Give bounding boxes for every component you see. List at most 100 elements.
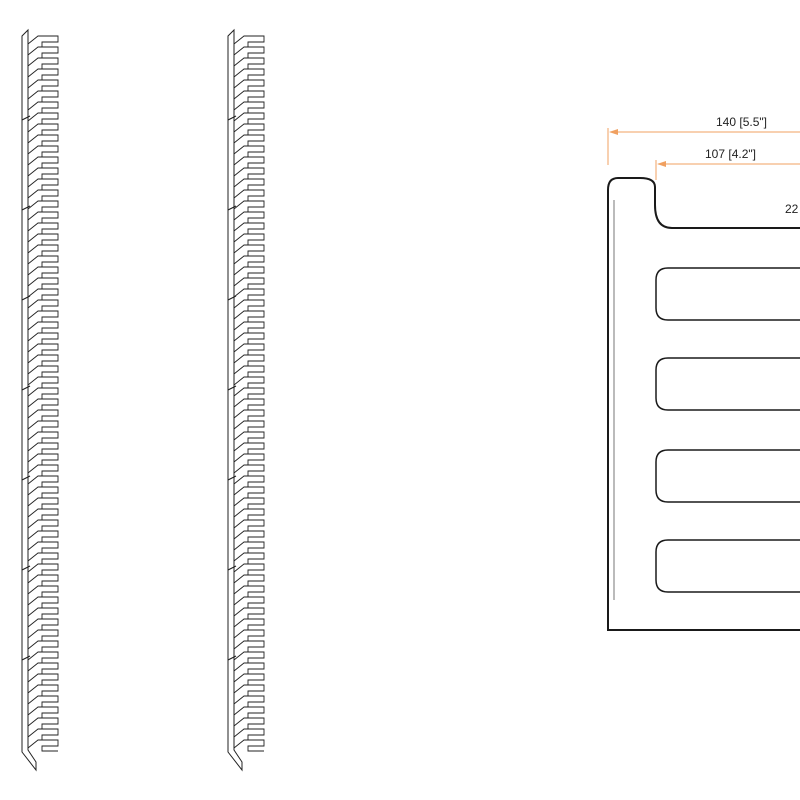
cable-hook: [27, 508, 59, 521]
cable-hook: [233, 541, 265, 554]
cable-hook: [27, 409, 59, 422]
cable-hook: [233, 585, 265, 598]
overall-width-label: 140 [5.5"]: [716, 115, 767, 129]
cable-hook: [233, 717, 265, 730]
cable-hook: [233, 310, 265, 323]
front-profile-view: [607, 177, 800, 631]
cable-hook: [233, 563, 265, 576]
panel-spine: [21, 28, 37, 772]
cable-hook: [27, 332, 59, 345]
cable-hook: [233, 112, 265, 125]
cable-hook: [233, 596, 265, 609]
dimension-overall-width: 140 [5.5"]: [607, 115, 800, 165]
cable-hook: [233, 68, 265, 81]
panel-joint: [21, 565, 31, 571]
cable-hook: [27, 673, 59, 686]
panel-joint: [21, 475, 31, 481]
cable-hook: [27, 585, 59, 598]
cable-hook: [27, 530, 59, 543]
cable-hook: [233, 288, 265, 301]
cable-hook: [27, 387, 59, 400]
cable-hook: [27, 717, 59, 730]
cable-hook: [27, 321, 59, 334]
cable-hook: [233, 321, 265, 334]
cable-hook: [233, 475, 265, 488]
cable-hook: [27, 376, 59, 389]
dimension-inner-width: 107 [4.2"]: [655, 147, 800, 180]
cable-hook: [27, 222, 59, 235]
cable-hook: [233, 365, 265, 378]
panel-joint: [227, 295, 237, 301]
cable-hook: [233, 90, 265, 103]
panel-spine: [227, 28, 243, 772]
cable-hook: [233, 398, 265, 411]
cable-hook: [233, 673, 265, 686]
cable-hook: [233, 420, 265, 433]
partial-dimension-label: 22: [785, 202, 799, 216]
cable-hook: [27, 629, 59, 642]
cable-hook: [233, 695, 265, 708]
cable-hook: [233, 233, 265, 246]
slot-2: [655, 357, 800, 411]
cable-hook: [233, 211, 265, 224]
cable-hook: [233, 332, 265, 345]
cable-hook: [27, 79, 59, 92]
cable-hook: [233, 453, 265, 466]
cable-hook: [233, 409, 265, 422]
panel-joint: [227, 475, 237, 481]
cable-hook: [27, 464, 59, 477]
cable-hook: [233, 299, 265, 312]
cable-hook: [27, 497, 59, 510]
cable-hook: [233, 123, 265, 136]
cable-hook: [233, 387, 265, 400]
cable-hook: [27, 365, 59, 378]
cable-hook: [27, 277, 59, 290]
panel-joint: [227, 205, 237, 211]
cable-hook: [27, 299, 59, 312]
cable-hook: [27, 200, 59, 213]
cable-hook: [27, 695, 59, 708]
cable-hook: [233, 552, 265, 565]
cable-hook: [27, 475, 59, 488]
cable-hook: [27, 739, 59, 752]
cable-hook: [27, 431, 59, 444]
cable-hook: [27, 233, 59, 246]
cable-hook: [233, 376, 265, 389]
cable-hook: [27, 35, 59, 48]
cable-hook: [233, 508, 265, 521]
cable-hook: [233, 431, 265, 444]
cable-hook: [233, 200, 265, 213]
panel-joint: [227, 115, 237, 121]
cable-hook: [233, 266, 265, 279]
cable-hook: [233, 442, 265, 455]
cable-hook: [233, 189, 265, 202]
cable-hook: [27, 167, 59, 180]
cable-hook: [233, 156, 265, 169]
cable-hook: [27, 442, 59, 455]
panel-joint: [21, 655, 31, 661]
cable-hook: [27, 354, 59, 367]
cable-hook: [27, 101, 59, 114]
cable-hook: [27, 189, 59, 202]
cable-hook: [233, 706, 265, 719]
panel-joint: [227, 655, 237, 661]
cable-hook: [233, 486, 265, 499]
cable-hook: [27, 541, 59, 554]
cable-hook: [233, 662, 265, 675]
cable-hook: [27, 57, 59, 70]
cable-hook: [233, 57, 265, 70]
cable-hook: [27, 574, 59, 587]
cable-hook: [27, 552, 59, 565]
cable-hook: [27, 145, 59, 158]
cable-hook: [233, 739, 265, 752]
cable-hook: [27, 420, 59, 433]
panel-joint: [21, 205, 31, 211]
inner-width-label: 107 [4.2"]: [705, 147, 756, 161]
cable-hook: [27, 310, 59, 323]
cable-hook: [27, 486, 59, 499]
cable-hook: [233, 35, 265, 48]
rack-panel-left: [21, 28, 59, 772]
cable-hook: [233, 178, 265, 191]
cable-hook: [27, 288, 59, 301]
cable-hook: [233, 255, 265, 268]
